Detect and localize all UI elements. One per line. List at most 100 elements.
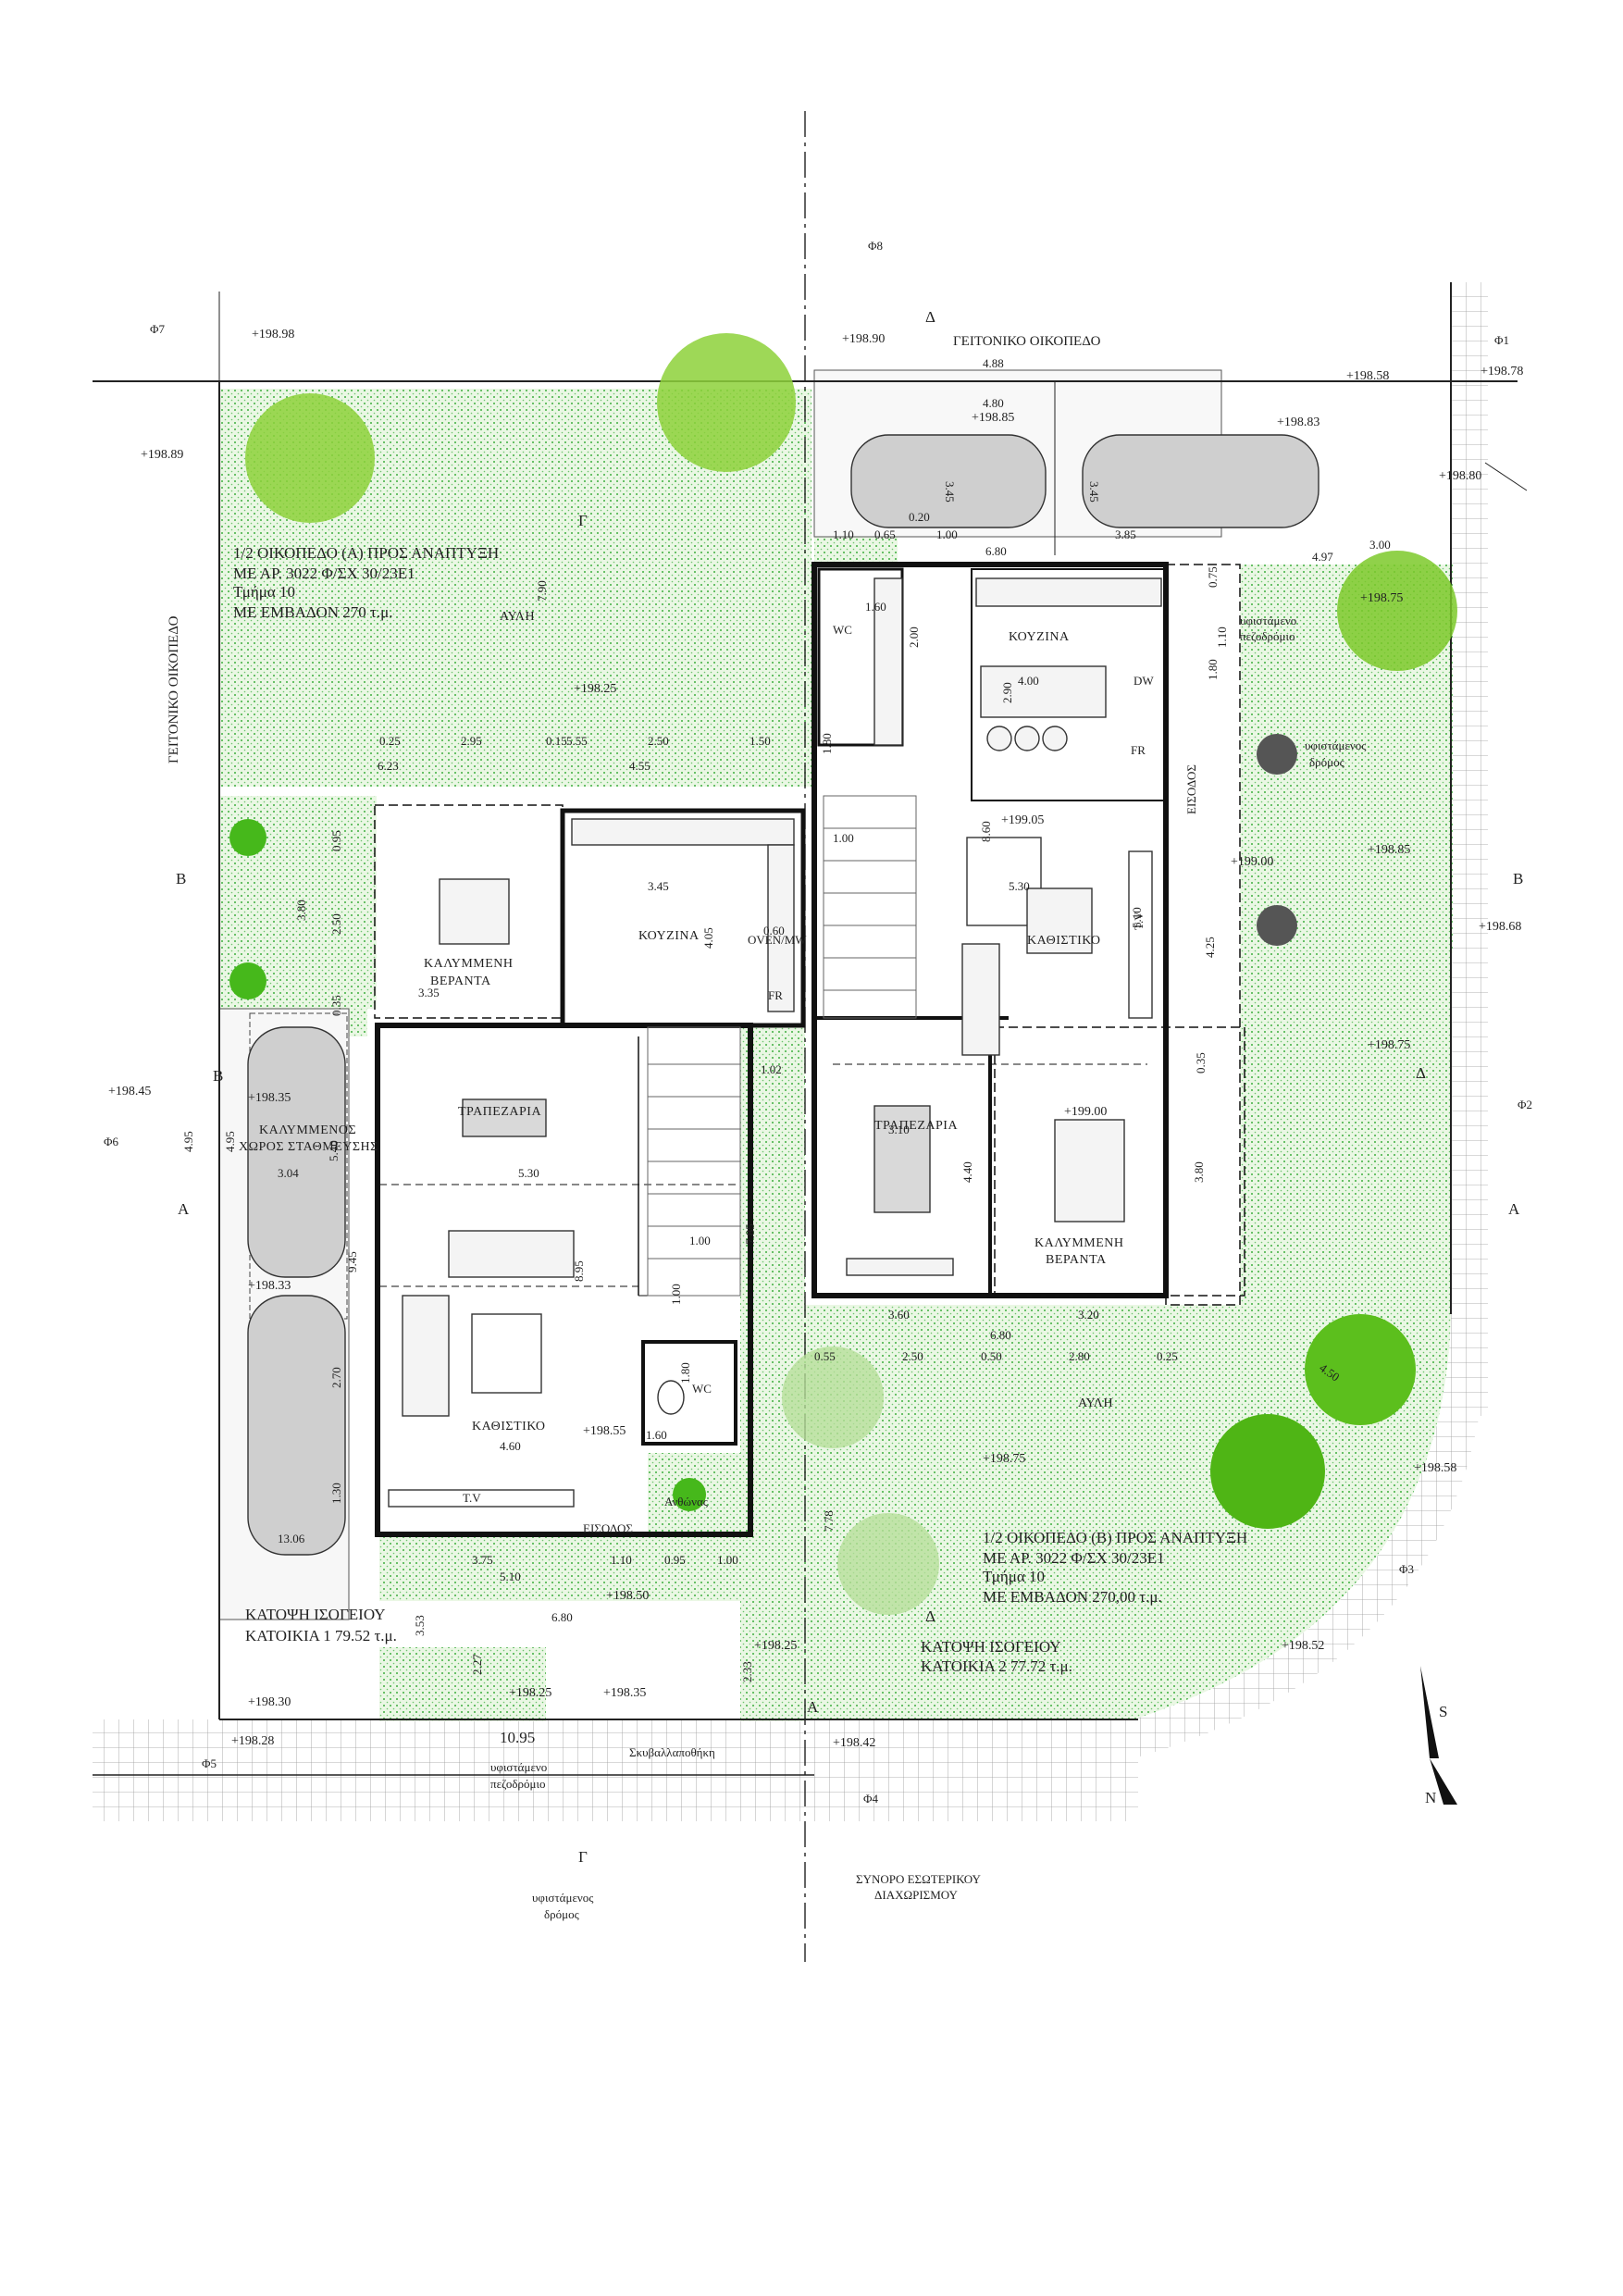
level-mark: +198.90 — [842, 332, 885, 346]
dimension: 1.10 — [1215, 627, 1229, 648]
dimension: 2.50 — [902, 1349, 923, 1363]
room-label: FR — [1131, 743, 1146, 757]
dimension: 1.10 — [833, 527, 854, 541]
dimension: 2.27 — [470, 1654, 484, 1675]
room-label: DW — [1134, 674, 1154, 688]
dimension: 7.85 — [743, 1223, 757, 1245]
room-label: T.V — [1132, 912, 1146, 930]
dimension: 3.53 — [413, 1615, 427, 1636]
section-marker: Γ — [578, 1848, 588, 1866]
dimension: 7.78 — [822, 1510, 836, 1532]
section-marker: Α — [178, 1200, 190, 1218]
room-label: ΚΑΛΥΜΜΕΝΟΣ — [259, 1123, 356, 1137]
dimension: 3.10 — [888, 1123, 910, 1136]
room-label: ΕΙΣΟΔΟΣ — [1184, 764, 1198, 814]
dimension: 2.90 — [1000, 682, 1014, 703]
dimension: 4.25 — [1203, 937, 1217, 958]
section-marker: Δ — [925, 308, 935, 326]
dimension: 4.55 — [629, 759, 650, 773]
level-mark: +198.75 — [1360, 591, 1403, 605]
room-label: ΚΟΥΖΙΝΑ — [638, 929, 700, 943]
room-label: ΕΙΣΟΔΟΣ — [583, 1521, 633, 1535]
level-mark: +198.98 — [252, 328, 294, 341]
dimension: 0.65 — [874, 527, 896, 541]
neighbor-plot-top: ΓΕΙΤΟΝΙΚΟ ΟΙΚΟΠΕΔΟ — [953, 334, 1101, 349]
dimension: 4.95 — [223, 1131, 237, 1152]
street-label: δρόμος — [544, 1907, 580, 1921]
dimension: 5.30 — [1009, 879, 1030, 893]
dimension: 4.00 — [1018, 674, 1039, 688]
room-label: ΚΟΥΖΙΝΑ — [1009, 630, 1070, 644]
north-n: N — [1425, 1789, 1436, 1806]
house-2-stairs — [823, 795, 917, 1019]
photo-point: Φ7 — [150, 322, 166, 336]
section-marker: Α — [1508, 1200, 1520, 1218]
photo-point: Φ4 — [863, 1792, 879, 1806]
dimension: 4.80 — [983, 396, 1004, 410]
level-mark: +198.33 — [248, 1279, 291, 1293]
plot-a-text: ΜΕ ΕΜΒΑΔΟΝ 270 τ.μ. — [233, 603, 393, 621]
dimension: 4.88 — [983, 356, 1004, 370]
room-label: ΧΩΡΟΣ ΣΤΑΘΜΕΥΣΗΣ — [239, 1140, 378, 1154]
dimension: 0.25 — [1157, 1349, 1178, 1363]
house-1-walls — [374, 804, 806, 1537]
photo-point: Φ6 — [104, 1135, 119, 1148]
photo-point: Φ8 — [868, 239, 883, 253]
north-s: S — [1439, 1703, 1447, 1720]
dimension: 3.75 — [472, 1553, 493, 1567]
boundary-label: ΣΥΝΟΡΟ ΕΣΩΤΕΡΙΚΟΥ — [856, 1872, 981, 1886]
dimension: 2.50 — [648, 734, 669, 748]
room-label: Ανθώνας — [664, 1495, 709, 1508]
level-mark: +198.58 — [1346, 369, 1389, 383]
level-mark: +198.80 — [1439, 469, 1481, 483]
plot-a-text: ΜΕ ΑΡ. 3022 Φ/ΣΧ 30/23Ε1 — [233, 565, 415, 582]
level-mark: +198.68 — [1479, 920, 1521, 934]
dimension: 1.80 — [820, 733, 834, 754]
dimension: 0.75 — [1206, 566, 1220, 588]
room-label: ΚΑΘΙΣΤΙΚΟ — [1027, 934, 1101, 948]
dimension: 0.95 — [329, 830, 343, 851]
car-icons — [247, 434, 1319, 1556]
plot-b-text: ΜΕ ΑΡ. 3022 Φ/ΣΧ 30/23Ε1 — [983, 1549, 1165, 1567]
room-label: WC — [692, 1382, 712, 1396]
section-marker: Β — [1513, 870, 1523, 887]
dimension: 2.80 — [1069, 1349, 1090, 1363]
level-mark: +198.89 — [141, 448, 183, 462]
dimension: 6.80 — [990, 1328, 1011, 1342]
house-1-title: ΚΑΤΟΨΗ ΙΣΟΓΕΙΟΥ — [245, 1606, 386, 1623]
dimension: 1.00 — [936, 527, 958, 541]
dimension: 2.50 — [329, 913, 343, 935]
plot-b-text: ΜΕ ΕΜΒΑΔΟΝ 270,00 τ.μ. — [983, 1588, 1162, 1606]
room-label: ΚΑΘΙΣΤΙΚΟ — [472, 1420, 546, 1433]
photo-point: Φ1 — [1494, 333, 1509, 347]
yard-label: ΑΥΛΗ — [1078, 1396, 1113, 1410]
dimension: 0.35 — [1194, 1052, 1208, 1074]
plot-boundaries — [93, 111, 1528, 1962]
dimension: 6.80 — [985, 544, 1007, 558]
dimension: 3.60 — [888, 1308, 910, 1322]
level-mark: +198.85 — [1368, 843, 1410, 857]
dimension: 1.60 — [865, 600, 886, 614]
dimension: 1.10 — [611, 1553, 632, 1567]
dimension: 4.95 — [181, 1131, 195, 1152]
neighbor-plot-left: ΓΕΙΤΟΝΙΚΟ ΟΙΚΟΠΕΔΟ — [167, 615, 181, 763]
dimension: 10.95 — [500, 1729, 535, 1746]
dimension: 5.55 — [566, 734, 588, 748]
dimension: 6.80 — [551, 1610, 573, 1624]
furniture — [388, 577, 1162, 1508]
room-label: OVEN/MW — [748, 933, 807, 947]
photo-point: Φ2 — [1518, 1098, 1532, 1111]
level-mark: +199.00 — [1064, 1105, 1107, 1119]
house-1-stairs — [647, 1026, 741, 1297]
house-1-subtitle: ΚΑΤΟΙΚΙΑ 1 79.52 τ.μ. — [245, 1627, 397, 1644]
dimension: 3.00 — [1369, 538, 1391, 552]
dimension: 8.95 — [572, 1260, 586, 1282]
section-marker: Α — [807, 1698, 819, 1716]
dimension: 13.06 — [278, 1532, 305, 1545]
trash-label: Σκυβαλλαποθήκη — [629, 1745, 715, 1759]
dimension: 3.45 — [648, 879, 669, 893]
dimension: 2.70 — [329, 1367, 343, 1388]
dimension: 7.90 — [535, 580, 549, 602]
level-mark: +198.52 — [1282, 1639, 1324, 1653]
level-mark: +198.55 — [583, 1424, 626, 1438]
